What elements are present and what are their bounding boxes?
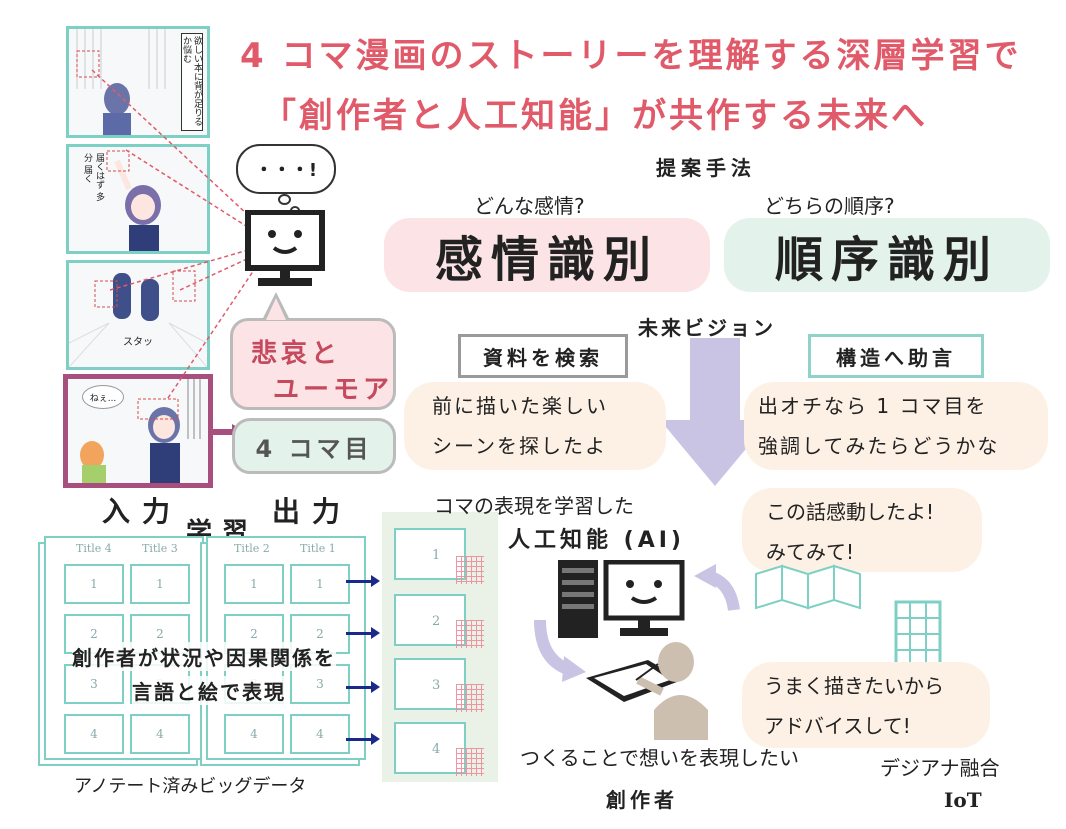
- server-icon: [558, 560, 598, 638]
- method-heading: 提案手法: [656, 156, 756, 180]
- feature-map-icon: [456, 620, 484, 648]
- structure-advice-label: 構造へ助言: [808, 334, 984, 378]
- title-4-label: Title 4: [76, 542, 112, 555]
- bigdata-cell: 1: [64, 564, 124, 604]
- data-arrow: [346, 733, 380, 745]
- ai-label-line1: コマの表現を学習した: [434, 494, 634, 518]
- emotion-identification-pill: 感情識別: [384, 218, 710, 292]
- bigdata-cell: 4: [290, 714, 350, 754]
- comic-panel-2-art: [106, 150, 161, 251]
- creator-with-tablet-icon: [586, 642, 708, 740]
- comic-panel-4: ねぇ...: [63, 374, 213, 488]
- comic-panel-1: 欲しい本に背が足りるか悩む: [66, 26, 210, 138]
- feature-map-icon: [456, 748, 484, 776]
- ai-panel-2: 2: [394, 594, 466, 646]
- data-arrow: [346, 575, 380, 587]
- ai-comment-line2: みてみて!: [766, 540, 855, 564]
- vision-down-arrow: [660, 338, 770, 486]
- comic-panel-1-art: [76, 29, 166, 135]
- ai-panel-number: 4: [432, 742, 441, 757]
- order-identification-pill: 順序識別: [724, 218, 1050, 292]
- ai-monitor-face-icon: [603, 560, 685, 636]
- search-materials-label: 資料を検索: [458, 334, 628, 378]
- bigdata-cell: 1: [130, 564, 190, 604]
- bigdata-cell: 4: [224, 714, 284, 754]
- emotion-output-bubble: 悲哀と ユーモア: [230, 318, 396, 410]
- ai-panel-number: 3: [432, 678, 441, 693]
- interaction-arrows: [534, 564, 740, 682]
- vision-heading: 未来ビジョン: [638, 316, 776, 340]
- structure-advice-cloud: 出オチなら 1 コマ目を 強調してみたらどうかな: [744, 382, 1048, 470]
- input-label: 入力: [102, 495, 183, 528]
- ai-comment-cloud: この話感動したよ! みてみて!: [742, 488, 982, 572]
- title-3-label: Title 3: [142, 542, 178, 555]
- bigdata-cell: 1: [290, 564, 350, 604]
- emotion-bubble-tail-inner: [266, 298, 286, 320]
- output-label: 出力: [272, 495, 353, 528]
- comic-panel-1-text: 欲しい本に背が足りるか悩む: [181, 33, 203, 131]
- search-materials-line1: 前に描いた楽しい: [432, 394, 608, 418]
- data-arrow: [346, 627, 380, 639]
- ai-label-line2: 人工知能 (AI): [508, 528, 685, 553]
- bigdata-cell: 1: [224, 564, 284, 604]
- creator-request-cloud: うまく描きたいから アドバイスして!: [742, 662, 990, 748]
- comic-panel-3: スタッ: [66, 260, 210, 370]
- creator-request-line1: うまく描きたいから: [764, 674, 944, 698]
- comic-panel-4-art: [80, 379, 201, 483]
- emotion-question: どんな感情?: [474, 194, 585, 218]
- ai-monitor-icon: [245, 210, 325, 286]
- search-materials-line2: シーンを探したよ: [432, 434, 607, 458]
- title-line-1: 4 コマ漫画のストーリーを理解する深層学習で: [240, 36, 1022, 76]
- digital-comic-icon: [755, 564, 861, 610]
- comic-panel-4-bubble: ねぇ...: [82, 385, 124, 409]
- comic-panel-2-text: 届くはず 多分 届く: [82, 153, 104, 201]
- order-output-bubble: 4 コマ目: [232, 418, 396, 474]
- thought-dot-1: [278, 194, 291, 205]
- ai-panel-number: 1: [432, 548, 441, 563]
- feature-map-icon: [456, 684, 484, 712]
- bigdata-cell: 4: [64, 714, 124, 754]
- structure-advice-line2: 強調してみたらどうかな: [758, 434, 1000, 458]
- comic-panel-2: 届くはず 多分 届く: [66, 144, 210, 254]
- title-line-2: 「創作者と人工知能」が共作する未来へ: [262, 96, 928, 136]
- ai-panel-1: 1: [394, 528, 466, 580]
- learning-caption-line1: 創作者が状況や因果関係を: [72, 642, 336, 671]
- creator-request-line2: アドバイスして!: [764, 714, 911, 738]
- feature-map-icon: [456, 556, 484, 584]
- structure-advice-line1: 出オチなら 1 コマ目を: [758, 394, 988, 418]
- title-1-label: Title 1: [300, 542, 336, 555]
- digital-analog-label: デジアナ融合: [880, 756, 1000, 780]
- search-materials-cloud: 前に描いた楽しい シーンを探したよ: [404, 382, 666, 470]
- creator-caption-line1: つくることで想いを表現したい: [520, 746, 799, 770]
- bigdata-label: アノテート済みビッグデータ: [74, 776, 307, 797]
- ai-thought-cloud: ・・・!: [236, 144, 336, 194]
- ai-panel-number: 2: [432, 614, 441, 629]
- creator-caption-line2: 創作者: [606, 788, 678, 812]
- data-arrow: [346, 681, 380, 693]
- ai-comment-line1: この話感動したよ!: [766, 500, 935, 524]
- order-question: どちらの順序?: [764, 194, 895, 218]
- learning-caption-line2: 言語と絵で表現: [132, 676, 286, 705]
- title-2-label: Title 2: [234, 542, 270, 555]
- emotion-output-line1: 悲哀と: [251, 339, 342, 369]
- bigdata-cell: 4: [130, 714, 190, 754]
- comic-panel-3-text: スタッ: [123, 337, 153, 348]
- device-grid-icon: [894, 600, 942, 670]
- iot-label: IoT: [944, 788, 982, 812]
- emotion-output-line2: ユーモア: [273, 375, 394, 405]
